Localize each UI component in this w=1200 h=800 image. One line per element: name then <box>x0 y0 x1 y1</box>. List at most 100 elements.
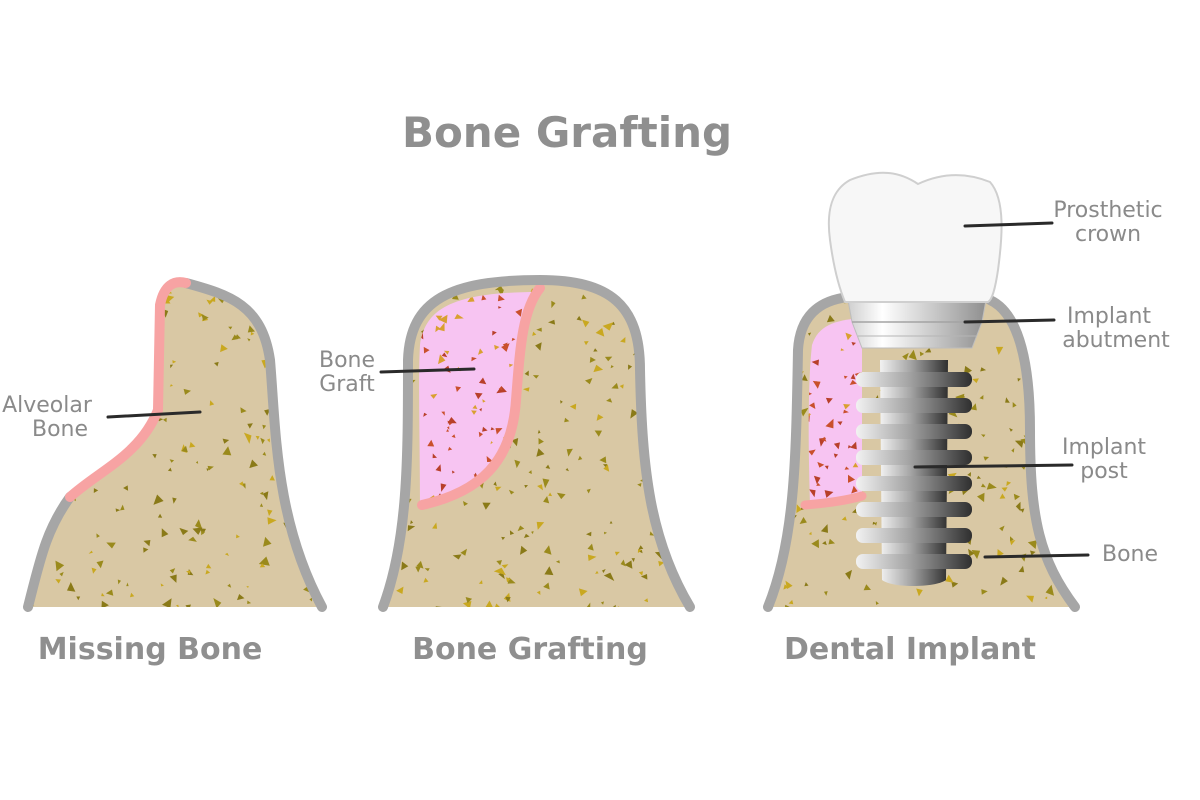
speckle <box>977 492 985 503</box>
speckle <box>481 294 487 301</box>
speckle <box>224 552 229 556</box>
speckle <box>811 539 819 549</box>
speckle <box>478 431 483 438</box>
diagram-title: Bone Grafting <box>402 108 732 157</box>
speckle <box>441 411 445 416</box>
speckle <box>172 497 177 504</box>
speckle <box>586 488 591 494</box>
speckle <box>850 373 856 380</box>
speckle <box>564 417 570 423</box>
speckle <box>495 486 502 492</box>
speckle <box>820 524 828 533</box>
speckle <box>114 371 122 382</box>
speckle <box>602 322 614 331</box>
speckle <box>799 517 807 524</box>
speckle <box>924 347 932 353</box>
speckle <box>875 601 879 605</box>
speckle <box>498 306 502 309</box>
implant-thread <box>856 554 972 569</box>
speckle <box>537 429 541 434</box>
speckle <box>447 426 450 430</box>
speckle <box>170 364 174 369</box>
speckle <box>247 600 252 604</box>
speckle <box>657 393 665 401</box>
speckle <box>260 437 265 445</box>
speckle <box>447 417 457 424</box>
speckle <box>532 375 539 379</box>
speckle <box>825 397 833 404</box>
speckle <box>467 295 475 302</box>
speckle <box>152 454 157 459</box>
speckle <box>472 404 478 409</box>
speckle <box>514 459 521 469</box>
speckle <box>508 489 515 495</box>
speckle <box>981 483 986 488</box>
speckle <box>595 328 605 337</box>
speckle <box>32 362 39 367</box>
speckle <box>443 350 450 355</box>
speckle <box>167 467 172 472</box>
speckle <box>668 475 674 482</box>
speckle <box>817 461 825 468</box>
speckle <box>479 408 482 412</box>
speckle <box>115 312 120 315</box>
speckle <box>452 554 462 560</box>
speckle <box>628 364 633 370</box>
speckle <box>511 438 519 447</box>
speckle <box>161 528 169 538</box>
bone-graft-leader <box>379 367 476 374</box>
speckle <box>1044 596 1048 600</box>
speckle <box>101 600 109 607</box>
speckle <box>863 584 871 591</box>
speckle <box>611 382 619 389</box>
implant-thread <box>856 450 972 465</box>
speckle <box>667 324 675 332</box>
speckle <box>250 331 255 336</box>
speckle <box>28 568 29 573</box>
speckle <box>1018 565 1025 573</box>
speckle <box>837 421 843 426</box>
speckle <box>66 318 72 325</box>
speckle <box>1026 595 1034 603</box>
speckle <box>1037 431 1044 439</box>
speckle <box>1001 487 1008 492</box>
speckle <box>267 509 273 516</box>
speckle <box>970 403 977 411</box>
speckle <box>383 340 384 344</box>
speckle <box>600 601 604 605</box>
bone-graft-area <box>808 318 862 506</box>
prosthetic-crown-label-line2: crown <box>1075 222 1141 247</box>
speckle <box>88 550 93 554</box>
speckle <box>117 579 121 585</box>
speckle <box>569 403 577 410</box>
speckle <box>768 348 779 358</box>
speckle <box>81 268 88 277</box>
implant-abutment-leader <box>963 318 1056 324</box>
speckle <box>825 418 834 429</box>
speckle <box>451 434 456 438</box>
speckle <box>307 511 312 517</box>
speckle <box>916 588 923 597</box>
speckle <box>240 407 247 414</box>
speckle <box>843 375 848 379</box>
speckle <box>536 327 542 332</box>
speckle <box>524 370 529 376</box>
speckle <box>120 504 125 511</box>
speckle <box>808 449 816 456</box>
speckle <box>652 376 662 385</box>
speckle <box>673 495 680 502</box>
speckle <box>423 412 428 417</box>
speckle <box>282 281 288 283</box>
speckle <box>1005 397 1010 403</box>
speckle <box>610 365 614 369</box>
speckle <box>768 443 776 449</box>
speckle <box>614 551 620 556</box>
speckle <box>490 441 493 445</box>
speckle <box>438 354 446 365</box>
speckle <box>258 556 270 566</box>
speckle <box>1030 550 1036 556</box>
speckle <box>652 458 656 462</box>
speckle <box>980 367 987 372</box>
speckle <box>578 455 583 461</box>
implant-post <box>856 360 972 586</box>
